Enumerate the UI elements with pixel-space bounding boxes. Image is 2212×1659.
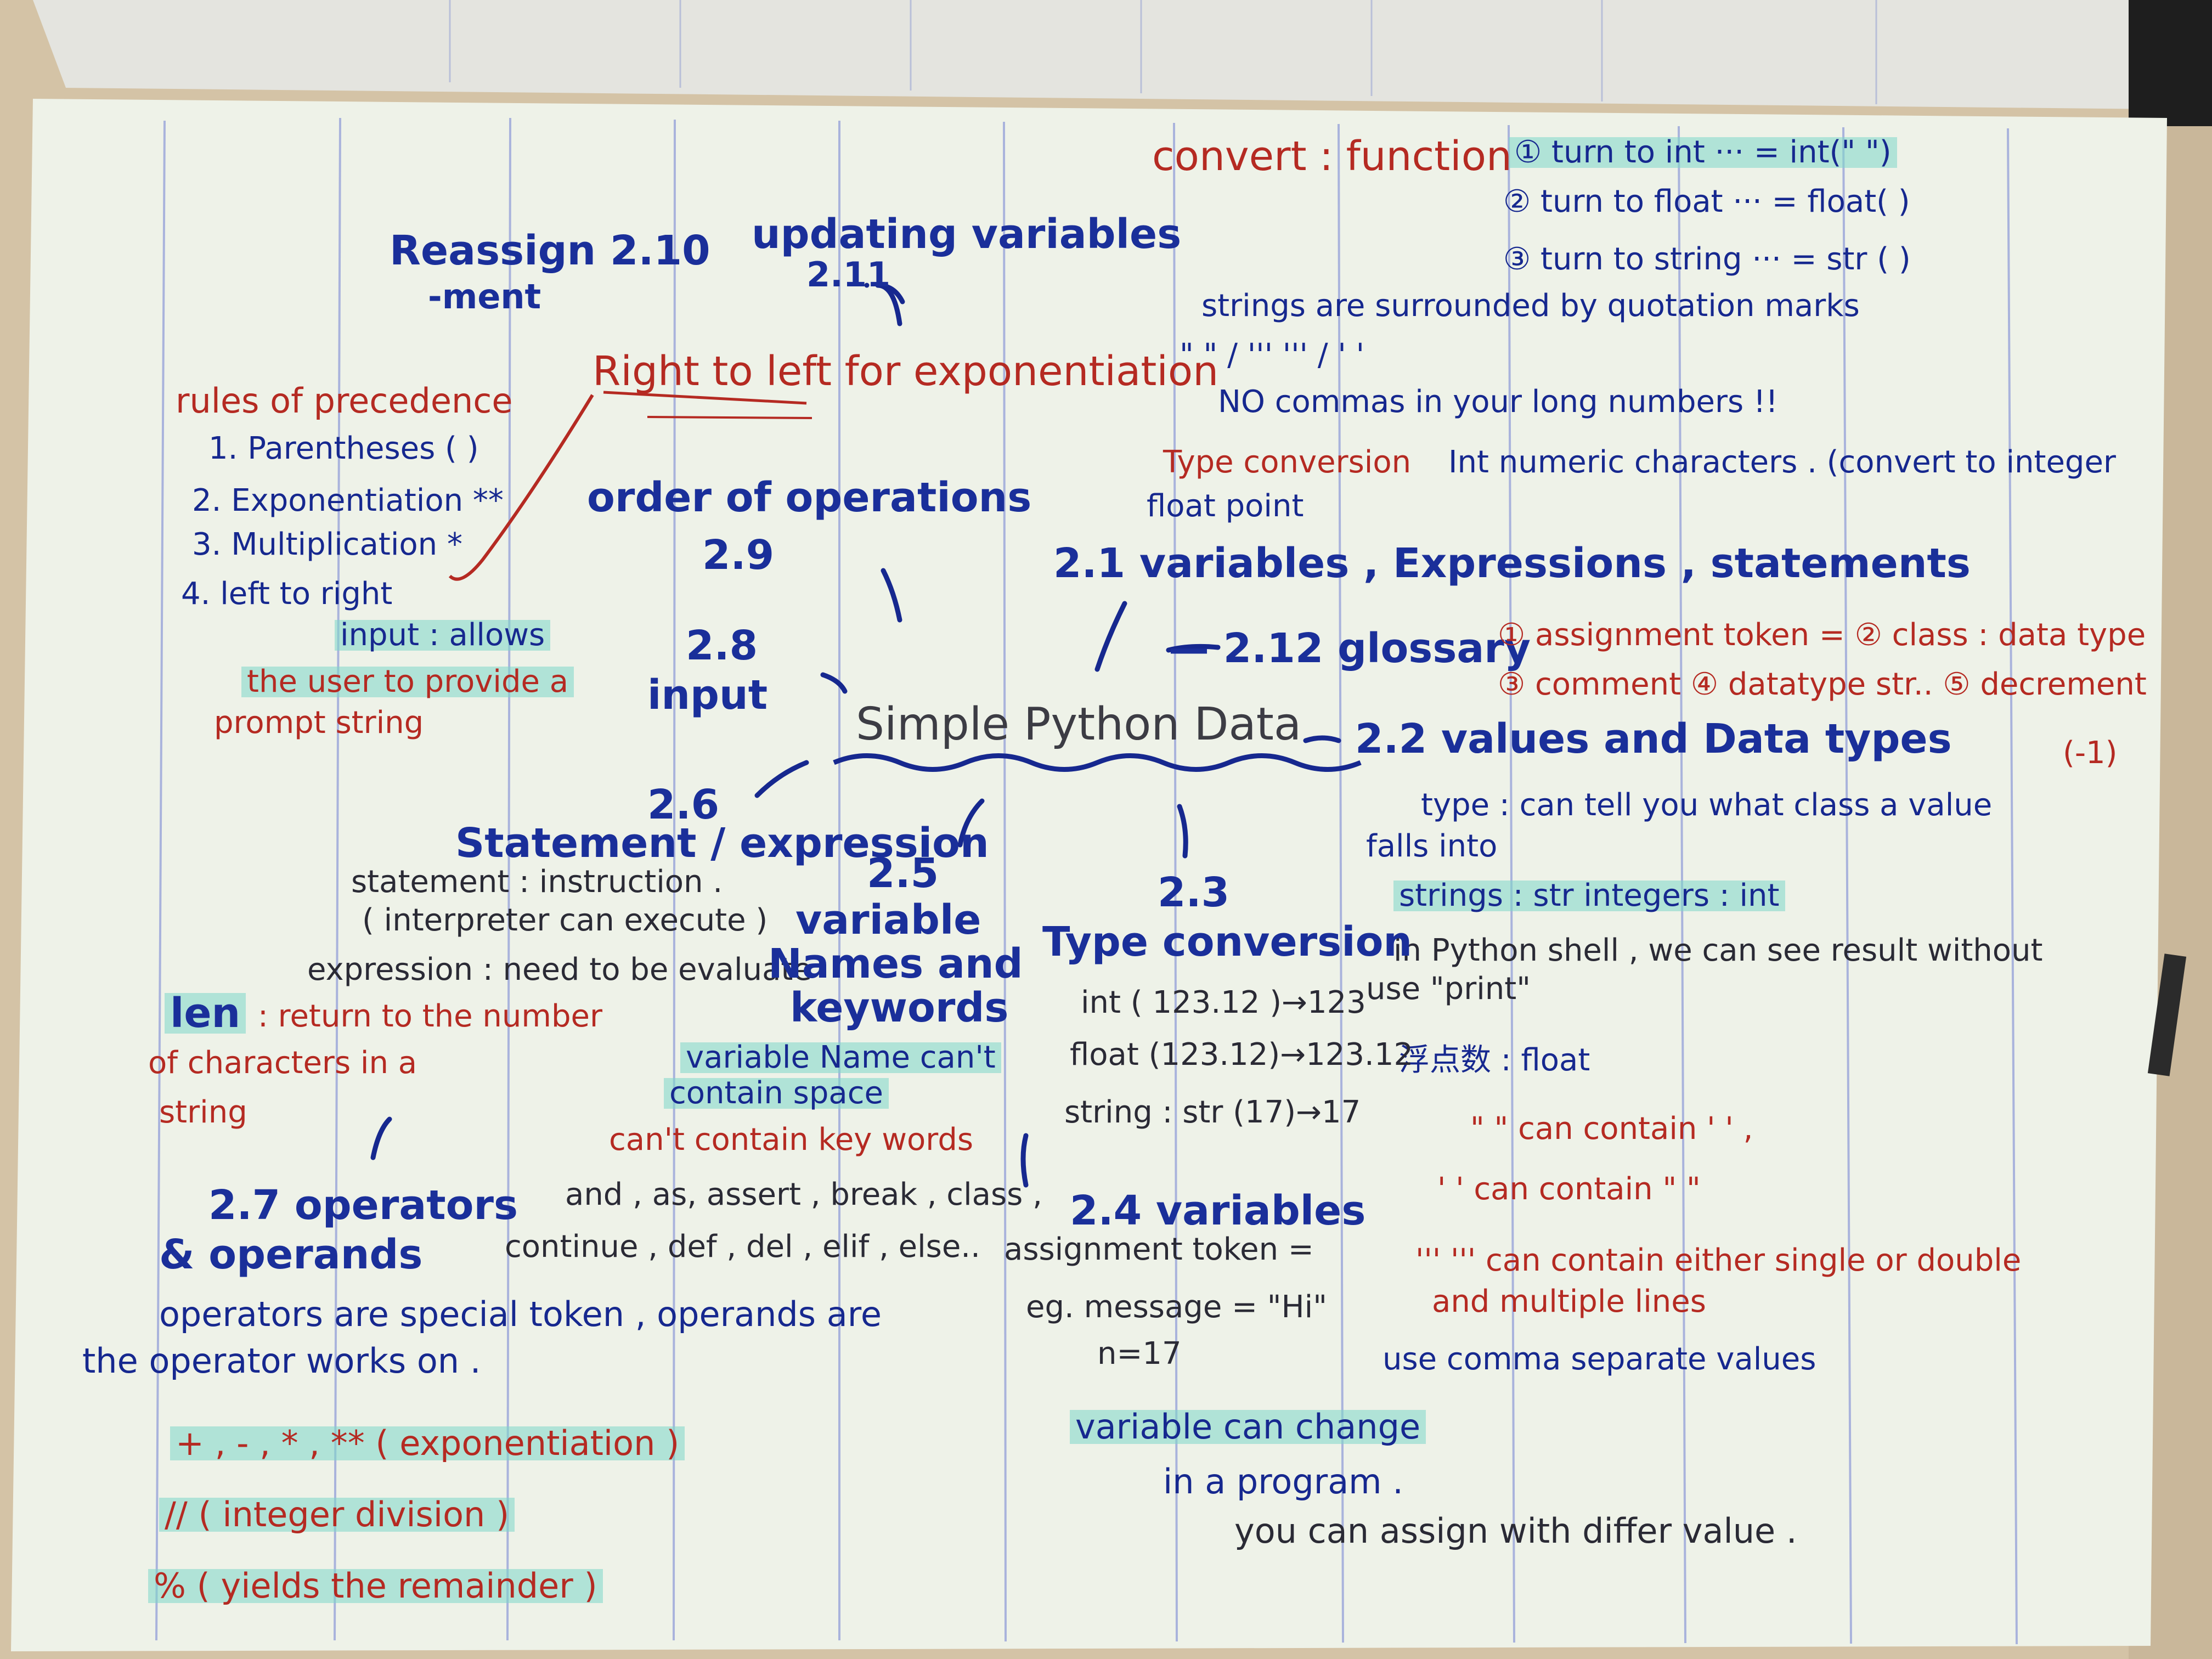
len-head: len [165, 993, 246, 1034]
values-types-line-2: falls into [1366, 828, 1498, 864]
right-to-left-note: Right to left for exponentiation [592, 348, 1219, 395]
statement-line-3: expression : need to be evaluate [307, 952, 812, 988]
no-commas-note: NO commas in your long numbers !! [1218, 384, 1778, 420]
precedence-title: rules of precedence [176, 381, 513, 421]
type-conversion-tail: float point [1147, 488, 1304, 524]
type-conv-line-2: float (123.12)→123.12 [1070, 1037, 1414, 1073]
names-line-5: continue , def , del , elif , else.. [505, 1229, 980, 1265]
statement-line-2: ( interpreter can execute ) [362, 902, 768, 938]
values-types-line-5: use "print" [1366, 971, 1531, 1007]
names-line-3: can't contain key words [609, 1122, 974, 1158]
quote-examples: " " / ''' ''' / ' ' [1180, 337, 1365, 373]
convert-heading: convert : function [1152, 133, 1512, 180]
center-topic: Simple Python Data [856, 698, 1302, 751]
precedence-item-3: 3. Multiplication * [192, 527, 462, 562]
input-line-3: prompt string [214, 705, 424, 741]
variables24-line-5: in a program . [1163, 1462, 1403, 1502]
values-types-line-8: ' ' can contain " " [1437, 1171, 1701, 1207]
operators-line-2: the operator works on . [82, 1341, 481, 1381]
variables24-line-6: you can assign with differ value . [1234, 1511, 1797, 1551]
operators-line-5: % ( yields the remainder ) [148, 1569, 603, 1603]
type-conv-line-1: int ( 123.12 )→123 [1081, 985, 1366, 1020]
values-types-line-1: type : can tell you what class a value [1421, 787, 1993, 823]
glossary-label: — 2.12 glossary [1169, 625, 1531, 672]
values-types-line-7: " " can contain ' ' , [1470, 1111, 1753, 1147]
values-types-line-10: and multiple lines [1432, 1284, 1706, 1319]
order-of-operations-label: order of operations [587, 474, 1032, 521]
names-line-4: and , as, assert , break , class , [565, 1177, 1042, 1212]
len-line-2: of characters in a [148, 1045, 417, 1081]
variables24-line-4: variable can change [1070, 1410, 1426, 1444]
statement-num: 2.6 [647, 781, 720, 828]
variables-expressions-label: 2.1 variables , Expressions , statements [1053, 540, 1971, 587]
strings-quotes-note: strings are surrounded by quotation mark… [1201, 288, 1860, 324]
values-types-line-3: strings : str integers : int [1393, 881, 1785, 911]
type-conv-num: 2.3 [1158, 869, 1230, 916]
operators-label-1: 2.7 operators [208, 1182, 518, 1229]
len-line-3: string [159, 1094, 247, 1130]
variables24-label: 2.4 variables [1070, 1187, 1366, 1234]
variables24-line-2: eg. message = "Hi" [1026, 1289, 1327, 1325]
values-types-line-4: in Python shell , we can see result with… [1393, 933, 2043, 968]
precedence-item-2: 2. Exponentiation ** [192, 483, 504, 518]
order-of-operations-num: 2.9 [702, 532, 775, 579]
updating-variables-num: 2.11 [806, 255, 890, 295]
statement-line-1: statement : instruction . [351, 864, 723, 900]
input-line-1: input : allows [335, 620, 551, 651]
precedence-item-4: 4. left to right [181, 576, 393, 612]
input-line-2: the user to provide a [241, 667, 574, 697]
precedence-item-1: 1. Parentheses ( ) [208, 431, 479, 466]
values-types-line-11: use comma separate values [1383, 1341, 1816, 1377]
input-label: input [647, 672, 768, 719]
operators-label-2: & operands [159, 1231, 423, 1278]
names-label-1: variable [795, 896, 981, 944]
variables24-line-3: n=17 [1097, 1336, 1182, 1372]
type-conv-label: Type conversion [1042, 918, 1413, 966]
glossary-row-1: ① assignment token = ② class : data type [1498, 617, 2146, 653]
names-label-3: keywords [790, 984, 1009, 1031]
names-label-2: Names and [768, 940, 1023, 988]
reassignment-label: Reassign 2.10 [390, 227, 710, 274]
values-types-label: 2.2 values and Data types [1355, 715, 1952, 763]
glossary-row-3: (-1) [2063, 735, 2118, 771]
reassignment-sub: -ment [428, 276, 541, 317]
names-line-1: variable Name can't [680, 1042, 1001, 1073]
updating-variables-label: updating variables [752, 211, 1182, 258]
type-conv-line-3: string : str (17)→17 [1064, 1094, 1361, 1130]
convert-line-int: ① turn to int ··· = int(" ") [1509, 137, 1897, 168]
names-line-2: contain space [664, 1078, 889, 1109]
convert-line-string: ③ turn to string ··· = str ( ) [1503, 241, 1911, 277]
statement-label: Statement / expression [455, 820, 989, 867]
type-conversion-body: Int numeric characters . (convert to int… [1448, 444, 2116, 480]
operators-line-3: + , - , * , ** ( exponentiation ) [170, 1426, 685, 1460]
input-num: 2.8 [686, 622, 758, 669]
variables24-line-1: assignment token = [1004, 1232, 1314, 1267]
len-body: : return to the number [258, 998, 602, 1034]
operators-line-1: operators are special token , operands a… [159, 1294, 882, 1334]
type-conversion-head: Type conversion [1163, 444, 1412, 480]
names-num: 2.5 [867, 850, 939, 897]
convert-line-float: ② turn to float ··· = float( ) [1503, 184, 1910, 219]
glossary-row-2: ③ comment ④ datatype str.. ⑤ decrement [1498, 667, 2147, 702]
values-types-line-9: ''' ''' can contain either single or dou… [1415, 1243, 2022, 1278]
values-types-line-6: 浮点数 : float [1399, 1042, 1590, 1078]
operators-line-4: // ( integer division ) [159, 1498, 515, 1532]
